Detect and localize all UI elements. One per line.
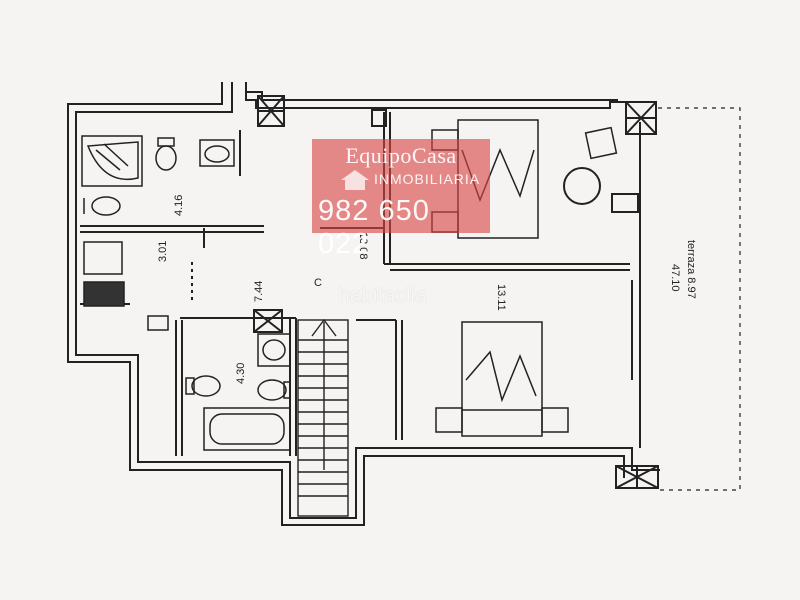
terrace-boundary: [658, 107, 741, 491]
sink-icon: [199, 139, 235, 167]
bidet-icon: [257, 379, 291, 401]
vent-shaft-icon: [253, 309, 283, 333]
room-label-kitchen: 3.01: [157, 241, 169, 262]
staircase: [297, 318, 349, 517]
toilet-icon: [155, 137, 177, 171]
round-table-icon: [563, 167, 601, 205]
shower-icon: [81, 135, 143, 187]
agency-logo-text: EquipoCasa: [345, 143, 457, 168]
room-label-living: 47.10: [669, 264, 681, 292]
side-table-icon: [611, 193, 639, 213]
site-watermark: habitaclia: [338, 284, 427, 307]
agency-subtitle: INMOBILIARIA: [374, 171, 481, 187]
sink-icon: [257, 333, 291, 367]
vent-shaft-icon: [615, 465, 659, 489]
vent-shaft-icon: [257, 95, 285, 127]
armchair-icon: [584, 126, 618, 160]
bed-icon: [435, 321, 569, 437]
room-label-bathroom-1: 4.16: [173, 195, 185, 216]
bidet-icon: [83, 196, 121, 216]
toilet-icon: [185, 375, 221, 397]
room-label-bedroom-1: 13.08: [357, 232, 369, 260]
outer-walls: [67, 82, 660, 526]
center-mark: C: [314, 277, 322, 289]
duct-icon: [371, 109, 387, 127]
vent-shaft-icon: [625, 101, 657, 135]
room-label-terrace: terraza 8.97: [685, 240, 697, 299]
house-icon: [341, 170, 369, 190]
room-label-bedroom-2: 13.11: [495, 284, 507, 311]
kitchen-counter-icon: [83, 241, 169, 331]
agency-watermark: EquipoCasa INMOBILIARIA 982 650 022: [312, 139, 490, 260]
agency-phone: 982 650 022: [318, 195, 430, 260]
room-label-bathroom-2: 4.30: [235, 363, 247, 384]
room-label-hallway: 7.44: [253, 281, 265, 302]
bathtub-icon: [203, 407, 291, 451]
